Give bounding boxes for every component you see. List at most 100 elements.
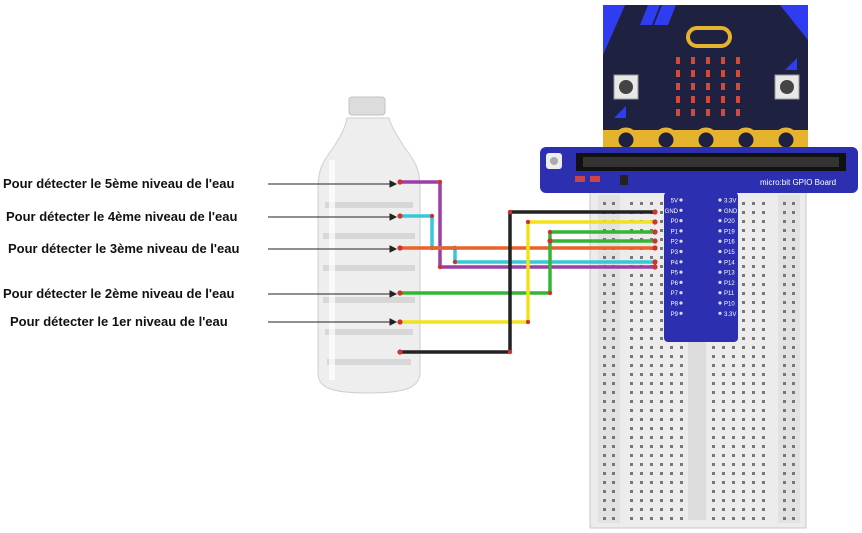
label-level-5: Pour détecter le 5ème niveau de l'eau [3, 176, 235, 191]
hole [722, 400, 725, 403]
hole [792, 256, 795, 259]
wire-joint [525, 219, 531, 225]
hole [783, 400, 786, 403]
hole [762, 274, 765, 277]
hole [603, 328, 606, 331]
hole [762, 346, 765, 349]
hole [603, 256, 606, 259]
hole [732, 517, 735, 520]
hole [752, 247, 755, 250]
hole [660, 211, 663, 214]
led-matrix [676, 57, 740, 116]
hole [742, 508, 745, 511]
hole [722, 355, 725, 358]
hole [660, 445, 663, 448]
label-level-4: Pour détecter le 4ème niveau de l'eau [6, 209, 238, 224]
pin-label-right: P19 [724, 229, 735, 235]
hole [640, 337, 643, 340]
pin-hole [718, 301, 722, 305]
led [691, 83, 695, 90]
hole [640, 256, 643, 259]
hole [630, 337, 633, 340]
hole [630, 409, 633, 412]
hole [783, 229, 786, 232]
hole [630, 301, 633, 304]
hole [640, 391, 643, 394]
hole [630, 436, 633, 439]
hole [783, 436, 786, 439]
hole [742, 463, 745, 466]
hole [640, 508, 643, 511]
hole [742, 472, 745, 475]
hole [660, 256, 663, 259]
hole [732, 382, 735, 385]
hole [783, 274, 786, 277]
hole [650, 517, 653, 520]
hole [742, 202, 745, 205]
hole [742, 238, 745, 241]
hole [630, 256, 633, 259]
hole [603, 427, 606, 430]
hole [603, 517, 606, 520]
hole [742, 319, 745, 322]
hole [680, 508, 683, 511]
hole [792, 346, 795, 349]
hole [603, 355, 606, 358]
hole [792, 355, 795, 358]
edge-connector [603, 127, 808, 153]
hole [660, 490, 663, 493]
hole [640, 364, 643, 367]
hole [630, 499, 633, 502]
hole [603, 436, 606, 439]
hole [712, 391, 715, 394]
hole [742, 436, 745, 439]
hole [762, 445, 765, 448]
hole [732, 373, 735, 376]
wire-end [652, 264, 658, 270]
hole [722, 382, 725, 385]
hole [670, 346, 673, 349]
hole [603, 409, 606, 412]
hole [603, 373, 606, 376]
led [721, 96, 725, 103]
pin-hole [679, 198, 683, 202]
hole [783, 517, 786, 520]
hole [792, 391, 795, 394]
hole [752, 337, 755, 340]
hole [603, 481, 606, 484]
hole [792, 472, 795, 475]
hole [660, 508, 663, 511]
hole [722, 517, 725, 520]
hole [762, 373, 765, 376]
hole [762, 256, 765, 259]
label-level-3: Pour détecter le 3ème niveau de l'eau [8, 241, 240, 256]
hole [752, 220, 755, 223]
led [676, 57, 680, 64]
hole [783, 292, 786, 295]
hole [792, 229, 795, 232]
hole [742, 256, 745, 259]
hole [732, 346, 735, 349]
hole [650, 319, 653, 322]
hole [612, 202, 615, 205]
hole [630, 517, 633, 520]
wire-end [397, 319, 403, 325]
hole [783, 445, 786, 448]
hole [670, 427, 673, 430]
pin-label-right: 3.3V [724, 199, 736, 205]
hole [792, 454, 795, 457]
wire-joint [429, 213, 435, 219]
hole [742, 328, 745, 331]
hole [752, 418, 755, 421]
hole [783, 310, 786, 313]
hole [742, 346, 745, 349]
pin-hole [679, 260, 683, 264]
pin-hole [679, 291, 683, 295]
wire [400, 220, 655, 324]
wire-joint [437, 264, 443, 270]
hole [640, 310, 643, 313]
hole [640, 454, 643, 457]
hole [603, 301, 606, 304]
hole [783, 490, 786, 493]
